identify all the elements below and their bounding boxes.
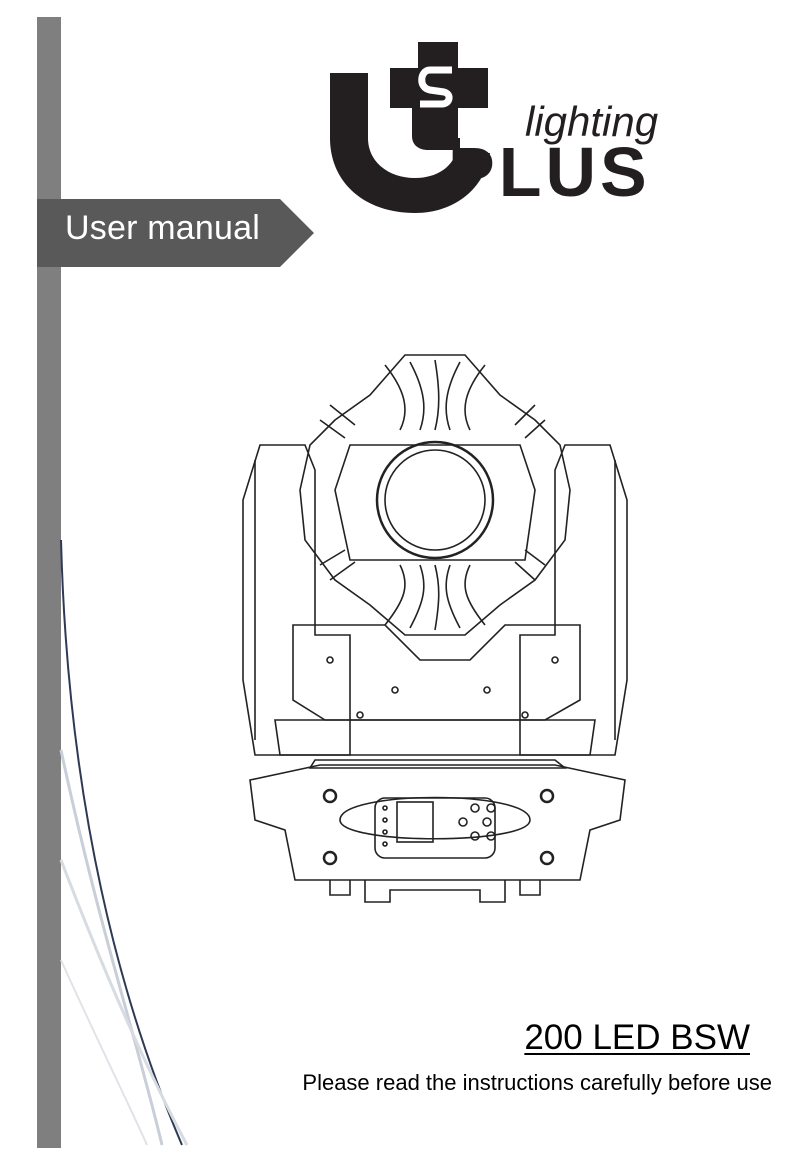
moving-head-light-icon xyxy=(242,354,628,903)
logo-word-lighting: lighting xyxy=(525,98,659,145)
product-title: 200 LED BSW xyxy=(524,1018,750,1057)
decorative-curves xyxy=(59,540,189,1146)
banner-arrow-shape xyxy=(37,199,314,267)
brand-logo-mark xyxy=(330,42,490,213)
logo-word-plus: PLUS xyxy=(448,133,651,211)
user-manual-banner: User manual xyxy=(37,199,314,267)
banner-label: User manual xyxy=(65,209,260,247)
instructions-notice: Please read the instructions carefully b… xyxy=(302,1070,772,1095)
